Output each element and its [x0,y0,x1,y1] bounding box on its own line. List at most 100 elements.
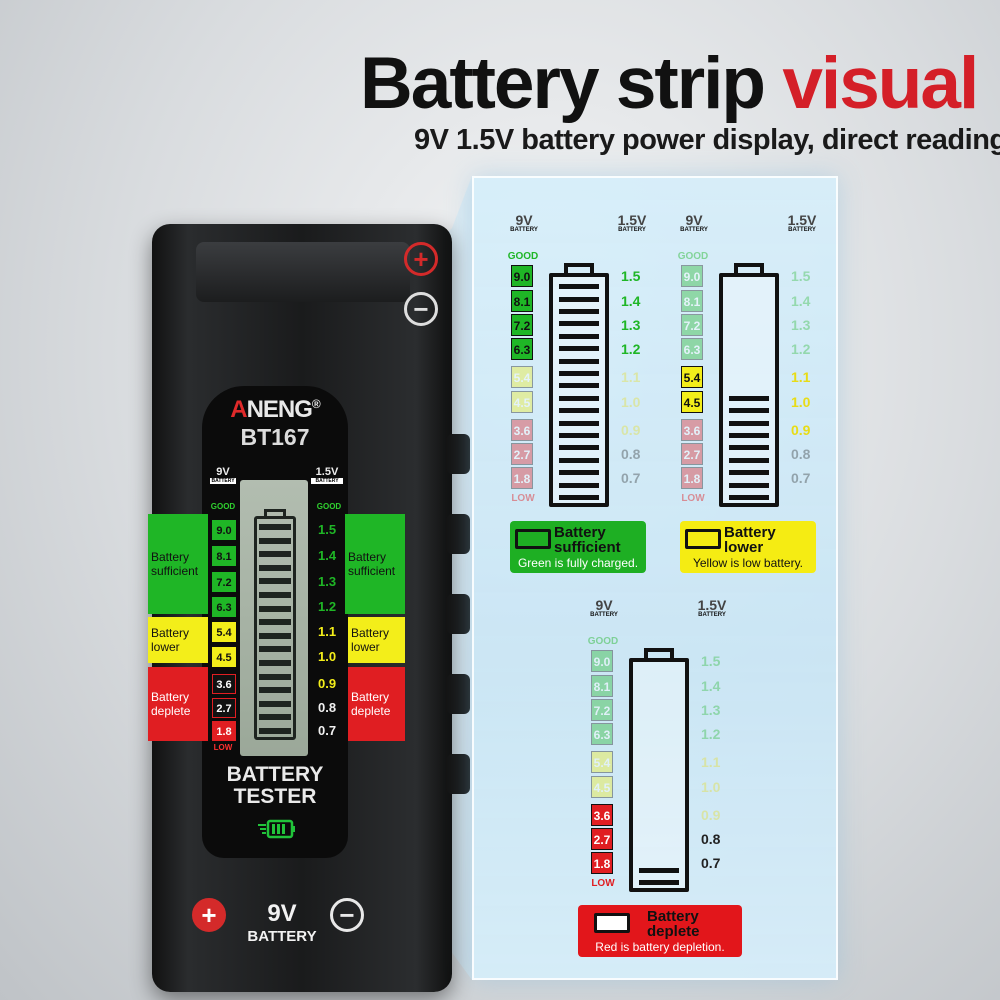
mini-low-label: LOW [591,878,615,889]
legend-deplete-desc: Red is battery depletion. [595,939,725,954]
model-number: BT167 [240,424,310,450]
mini-left-value: 9.0 [511,265,533,287]
mini-right-value: 1.0 [701,779,721,795]
mini-good-label: GOOD [507,251,539,262]
mini-battery-cap [644,648,674,660]
mini-15v-battery: BATTERY [618,227,646,233]
mini-battery-bar [729,495,769,500]
device-right-scale-value: 1.3 [318,574,337,589]
mini-left-value: 9.0 [591,650,613,672]
device-right-scale-value: 1.5 [318,522,337,537]
mini-left-value: 4.5 [591,776,613,798]
mini-battery-bar [559,445,599,451]
mini-left-value: 2.7 [681,443,703,465]
tester-label: BATTERY TESTER [210,764,340,808]
legend-sufficient: Battery sufficient Green is fully charge… [510,521,646,573]
mini-right-value: 1.5 [701,653,721,669]
lcd-bar [259,714,291,721]
headline-main: Battery strip [360,43,766,124]
device-left-scale-value: 7.2 [212,572,236,592]
bottom-9v-label: 9V BATTERY [236,900,328,945]
mini-15v-voltage: 1.5V [787,212,817,228]
device-left-scale-value: 3.6 [212,674,236,694]
mini-right-value: 1.2 [621,341,641,357]
bottom-positive-icon: + [192,898,226,932]
mini-right-value: 1.3 [791,317,811,333]
tester-line-1: BATTERY [226,763,324,786]
mini-good-label: GOOD [677,251,709,262]
lcd-battery-bars [259,524,291,734]
tester-line-2: TESTER [233,785,317,808]
lcd-bar [259,524,291,530]
device-right-scale-value: 1.1 [318,624,337,639]
mini-right-value: 0.7 [701,855,721,871]
mini-battery-cap [734,263,764,275]
side-label-sufficient-left: Battery sufficient [148,514,208,614]
device-grip [446,434,470,474]
mini-left-value: 7.2 [591,699,613,721]
mini-left-value: 8.1 [591,675,613,697]
lcd-bar [259,632,291,639]
legend-sufficient-desc: Green is fully charged. [517,555,639,570]
device-right-scale-value: 0.8 [318,700,337,715]
mini-battery-icon [719,273,779,507]
mini-battery-bar [559,433,599,438]
mini-9v-voltage: 9V [685,212,703,228]
side-label-deplete-left: Battery deplete [148,667,208,741]
right-scale-voltage: 1.5V [315,466,339,478]
mini-right-value: 1.5 [791,268,811,284]
mini-left-value: 8.1 [511,290,533,312]
mini-battery-bar [639,867,679,873]
mini-battery-bar [559,333,599,339]
mini-left-value: 2.7 [591,828,613,850]
mini-battery-bar [729,420,769,426]
lcd-bar [259,578,291,585]
subheadline: 9V 1.5V battery power display, direct re… [414,124,1000,156]
legend-sufficient-title: Battery sufficient [554,523,621,556]
right-scale-label: BATTERY [311,478,343,484]
mini-right-value: 1.1 [701,754,721,770]
lcd-battery-cap [264,509,286,517]
mini-9v-voltage: 9V [595,597,613,613]
mini-right-value: 1.3 [701,702,721,718]
mini-left-value: 2.7 [511,443,533,465]
mini-right-value: 0.9 [621,422,641,438]
mini-battery-bar [559,395,599,401]
mini-battery-bar [559,482,599,488]
mini-15v-battery: BATTERY [788,227,816,233]
mini-left-value: 3.6 [681,419,703,441]
mini-right-value: 0.8 [701,831,721,847]
mini-battery-bar [559,420,599,426]
mini-battery-bar [559,371,599,376]
mini-9v-battery: BATTERY [590,612,618,618]
positive-terminal-icon: + [404,242,438,276]
lcd-bar [259,619,291,626]
mini-right-value: 0.8 [621,446,641,462]
headline: Battery strip visual [360,42,980,125]
side-label-lower-right: Battery lower [348,617,405,663]
battery-empty-icon [594,913,630,933]
mini-15v-voltage: 1.5V [697,597,727,613]
device-grip [446,514,470,554]
mini-battery-bar [639,880,679,885]
minus-glyph: − [413,294,429,324]
mini-battery-bar [559,346,599,352]
mini-battery-cap [564,263,594,275]
side-label-sufficient-right: Battery sufficient [345,514,405,614]
mini-9v-battery: BATTERY [680,227,708,233]
device-right-scale-value: 0.9 [318,676,337,691]
device-left-scale-value: 9.0 [212,520,236,540]
headline-accent: visual [782,43,979,124]
mini-right-value: 1.0 [791,394,811,410]
mini-right-value: 0.9 [791,422,811,438]
device-right-scale-value: 1.2 [318,599,337,614]
mini-left-value: 9.0 [681,265,703,287]
lcd-bar [259,673,291,680]
mini-left-value: 8.1 [681,290,703,312]
mini-9v-battery: BATTERY [510,227,538,233]
mini-right-value: 1.2 [701,726,721,742]
mini-battery-bar [559,470,599,476]
mini-right-value: 1.4 [791,293,811,309]
device-left-scale-value: 2.7 [212,698,236,718]
